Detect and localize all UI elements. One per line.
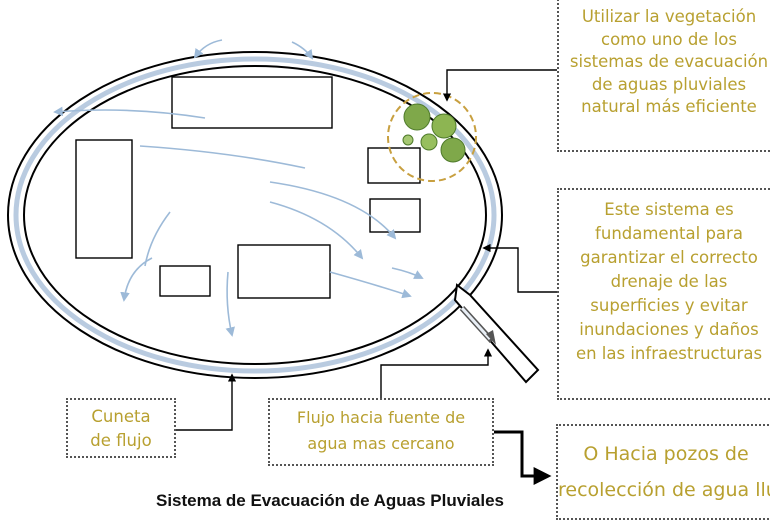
- callout-leaders: [176, 69, 557, 431]
- system-callout: Este sistema es fundamental para garanti…: [557, 188, 770, 400]
- callout-text-line: de flujo: [90, 431, 152, 450]
- wells-callout: O Hacia pozos de recolección de agua llu…: [556, 424, 770, 520]
- callout-text-line: Utilizar la vegetación: [581, 7, 757, 26]
- callout-text-line: en las infraestructuras: [575, 344, 763, 363]
- cuneta-callout: Cuneta de flujo: [66, 398, 176, 458]
- leader-to-wells: [494, 430, 552, 485]
- site-outer-boundary: [7, 51, 503, 379]
- callout-text-line: garantizar el correcto: [580, 248, 758, 267]
- flow-callout: Flujo hacia fuente de agua mas cercano: [268, 398, 494, 466]
- flow-arrow-icon: [53, 39, 424, 337]
- page-title: Sistema de Evacuación de Aguas Pluviales: [155, 491, 505, 510]
- vegetation-callout: Utilizar la vegetación como uno de los s…: [557, 0, 770, 152]
- callout-text-line: drenaje de las: [610, 272, 728, 291]
- building-center: [237, 244, 331, 299]
- building-right-2: [369, 198, 421, 233]
- callout-text-line: inundaciones y daños: [579, 320, 759, 339]
- building-right-1: [367, 147, 421, 184]
- callout-text-line: O Hacia pozos de: [583, 443, 749, 465]
- building-small: [159, 265, 211, 297]
- building-left: [75, 139, 133, 259]
- site-inner-boundary: [23, 65, 487, 365]
- callout-text-line: recolección de agua lluvia: [558, 479, 770, 501]
- building-top: [171, 76, 333, 129]
- callout-text-line: natural más eficiente: [581, 97, 757, 116]
- tree-cluster-icon: [387, 92, 477, 182]
- callout-text-line: Flujo hacia fuente de: [296, 408, 466, 427]
- callout-text-line: Cuneta: [91, 407, 151, 426]
- callout-text-line: Este sistema es: [604, 200, 734, 219]
- callout-text-line: como uno de los: [601, 29, 737, 49]
- callout-text-line: fundamental para: [595, 224, 743, 243]
- perimeter-channel: [13, 56, 497, 374]
- callout-text-line: agua mas cercano: [307, 434, 455, 453]
- drain-pipe-icon: [453, 283, 540, 384]
- callout-text-line: sistemas de evacuación: [569, 52, 769, 71]
- callout-text-line: superficies y evitar: [590, 296, 748, 315]
- callout-text-line: de aguas pluviales: [591, 74, 747, 94]
